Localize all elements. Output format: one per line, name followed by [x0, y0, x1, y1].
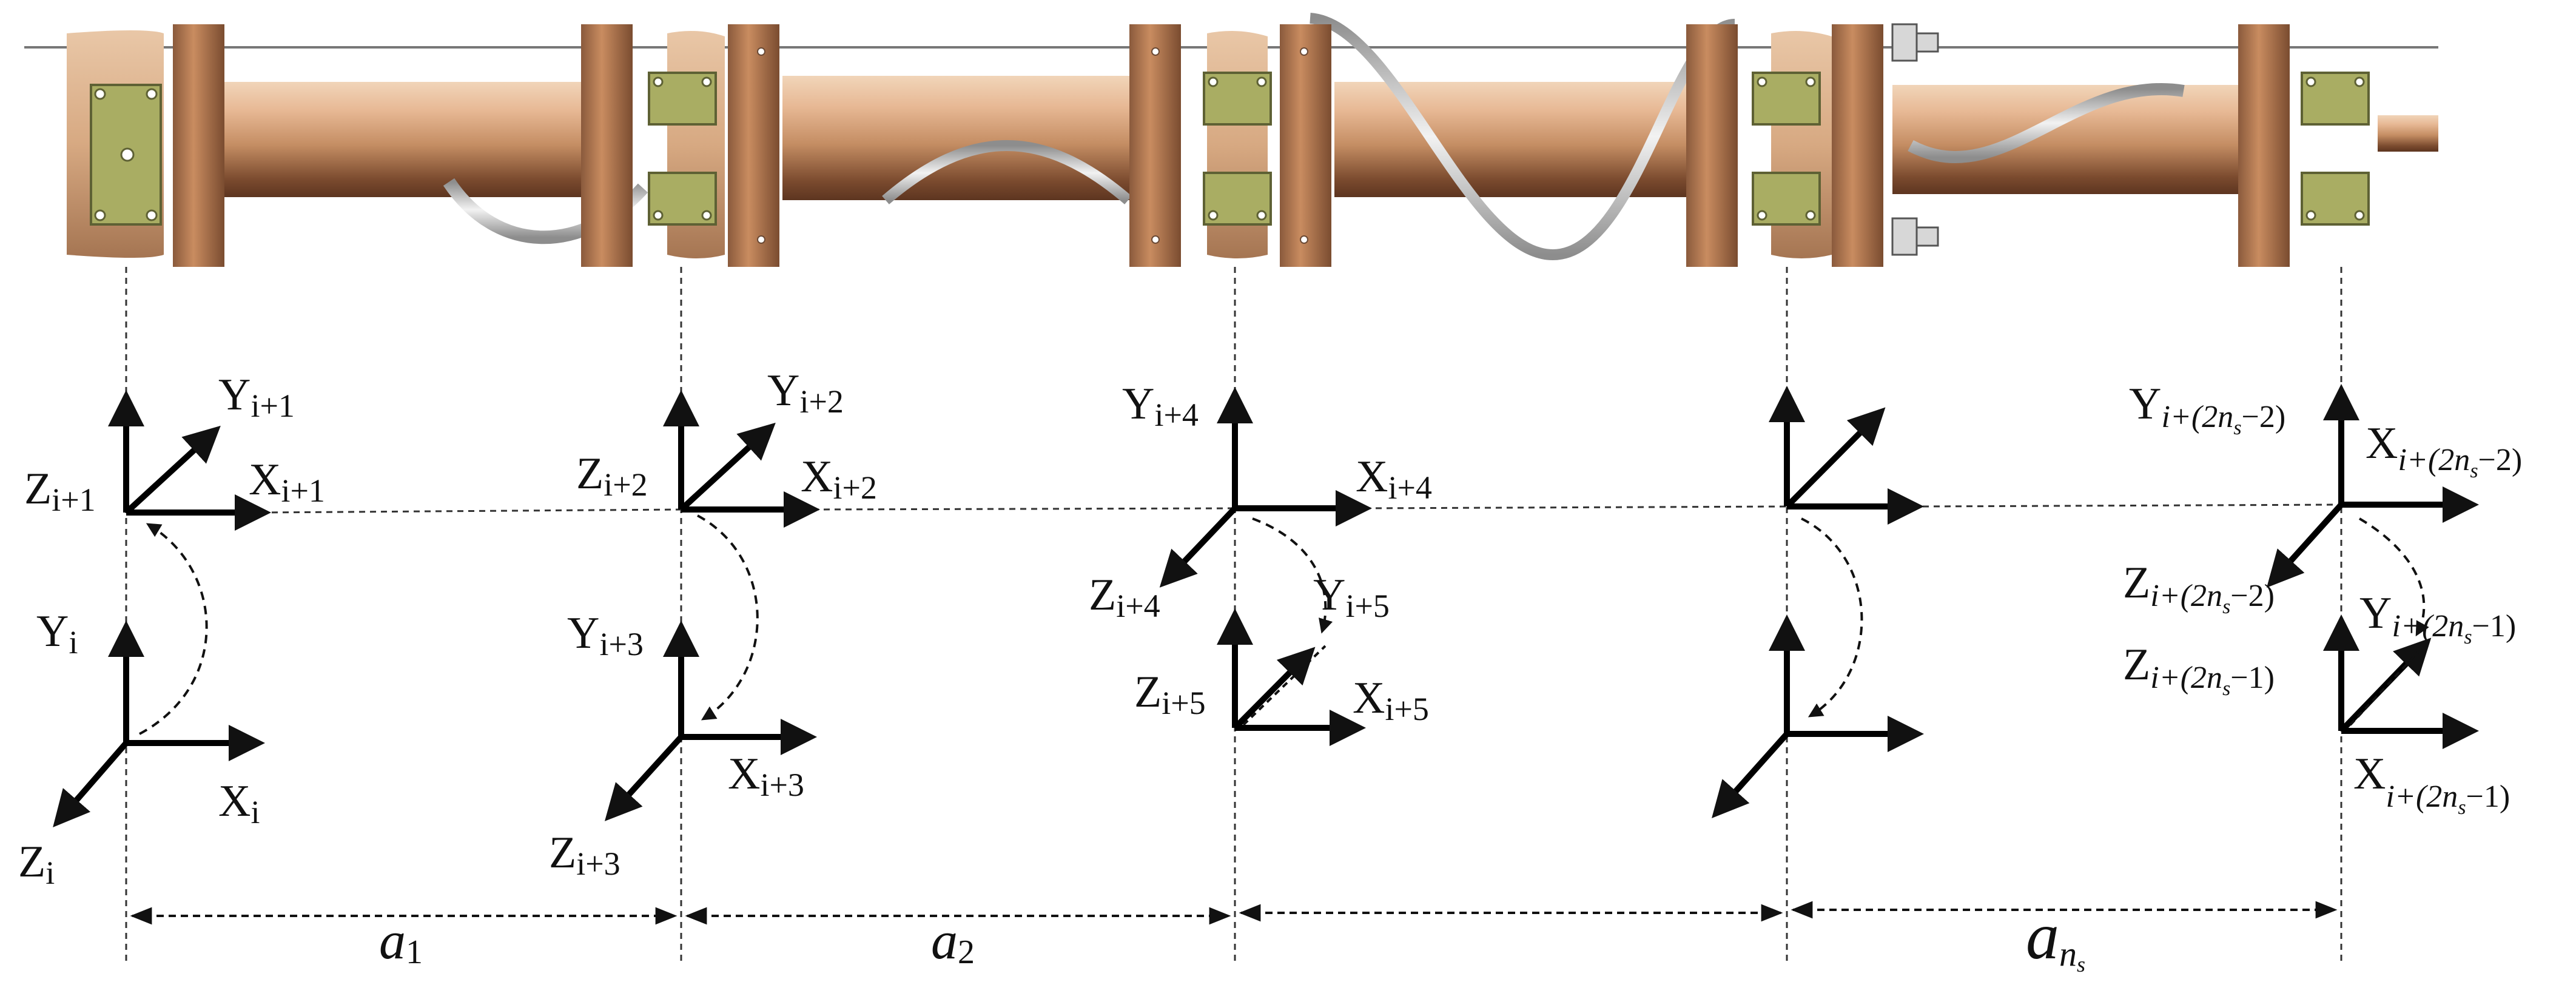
rotation-arcs — [139, 514, 2429, 735]
cable-2 — [882, 140, 1132, 204]
label-y-i5: Yi+5 — [1313, 570, 1390, 624]
label-y-i1: Yi+1 — [218, 370, 295, 424]
dimension-a1: a1 — [379, 912, 423, 971]
axes — [53, 384, 2479, 828]
label-z-i2: Zi+2 — [576, 449, 648, 503]
label-x-n1: Xi+(2ns−1) — [2353, 749, 2510, 819]
label-y-n1: Yi+(2ns−1) — [2359, 588, 2516, 648]
label-z-n2: Zi+(2ns−2) — [2123, 558, 2275, 618]
tube-segment-2 — [782, 76, 1134, 200]
robot-body — [24, 13, 2438, 267]
bracket-bolts — [94, 76, 2365, 221]
label-x-i: Xi — [218, 776, 260, 830]
label-z-i: Zi — [18, 837, 55, 891]
label-x-n2: Xi+(2ns−2) — [2366, 419, 2522, 482]
label-x-i5: Xi+5 — [1353, 673, 1429, 727]
label-y-n2: Yi+(2ns−2) — [2129, 379, 2285, 439]
label-y-i2: Yi+2 — [767, 366, 844, 420]
side-bolts — [1891, 23, 1939, 256]
vertical-guides — [125, 267, 2342, 964]
horizontal-guide — [260, 503, 2342, 514]
cable-3 — [1309, 13, 1736, 261]
tube-end — [2378, 115, 2438, 152]
label-y-i4: Yi+4 — [1122, 379, 1199, 433]
tube-segment-4 — [1892, 85, 2244, 194]
label-z-n1: Zi+(2ns−1) — [2123, 640, 2275, 700]
flanges — [173, 24, 2290, 267]
label-z-i5: Zi+5 — [1134, 667, 1206, 721]
label-z-i3: Zi+3 — [549, 828, 620, 882]
label-x-i4: Xi+4 — [1356, 452, 1432, 506]
cable-4 — [1908, 82, 2185, 163]
dimension-lines — [130, 901, 2338, 925]
dimension-a2: a2 — [931, 912, 975, 971]
label-x-i2: Xi+2 — [801, 452, 877, 506]
label-x-i1: Xi+1 — [249, 455, 325, 509]
label-z-i4: Zi+4 — [1089, 570, 1160, 624]
label-x-i3: Xi+3 — [728, 749, 804, 803]
label-y-i3: Yi+3 — [567, 608, 644, 662]
dimension-ans: ans — [2026, 899, 2085, 977]
tube-segment-1 — [224, 82, 588, 197]
inline-dashes — [1242, 636, 2433, 726]
label-y-i: Yi — [36, 607, 78, 661]
label-z-i1: Zi+1 — [24, 464, 96, 518]
